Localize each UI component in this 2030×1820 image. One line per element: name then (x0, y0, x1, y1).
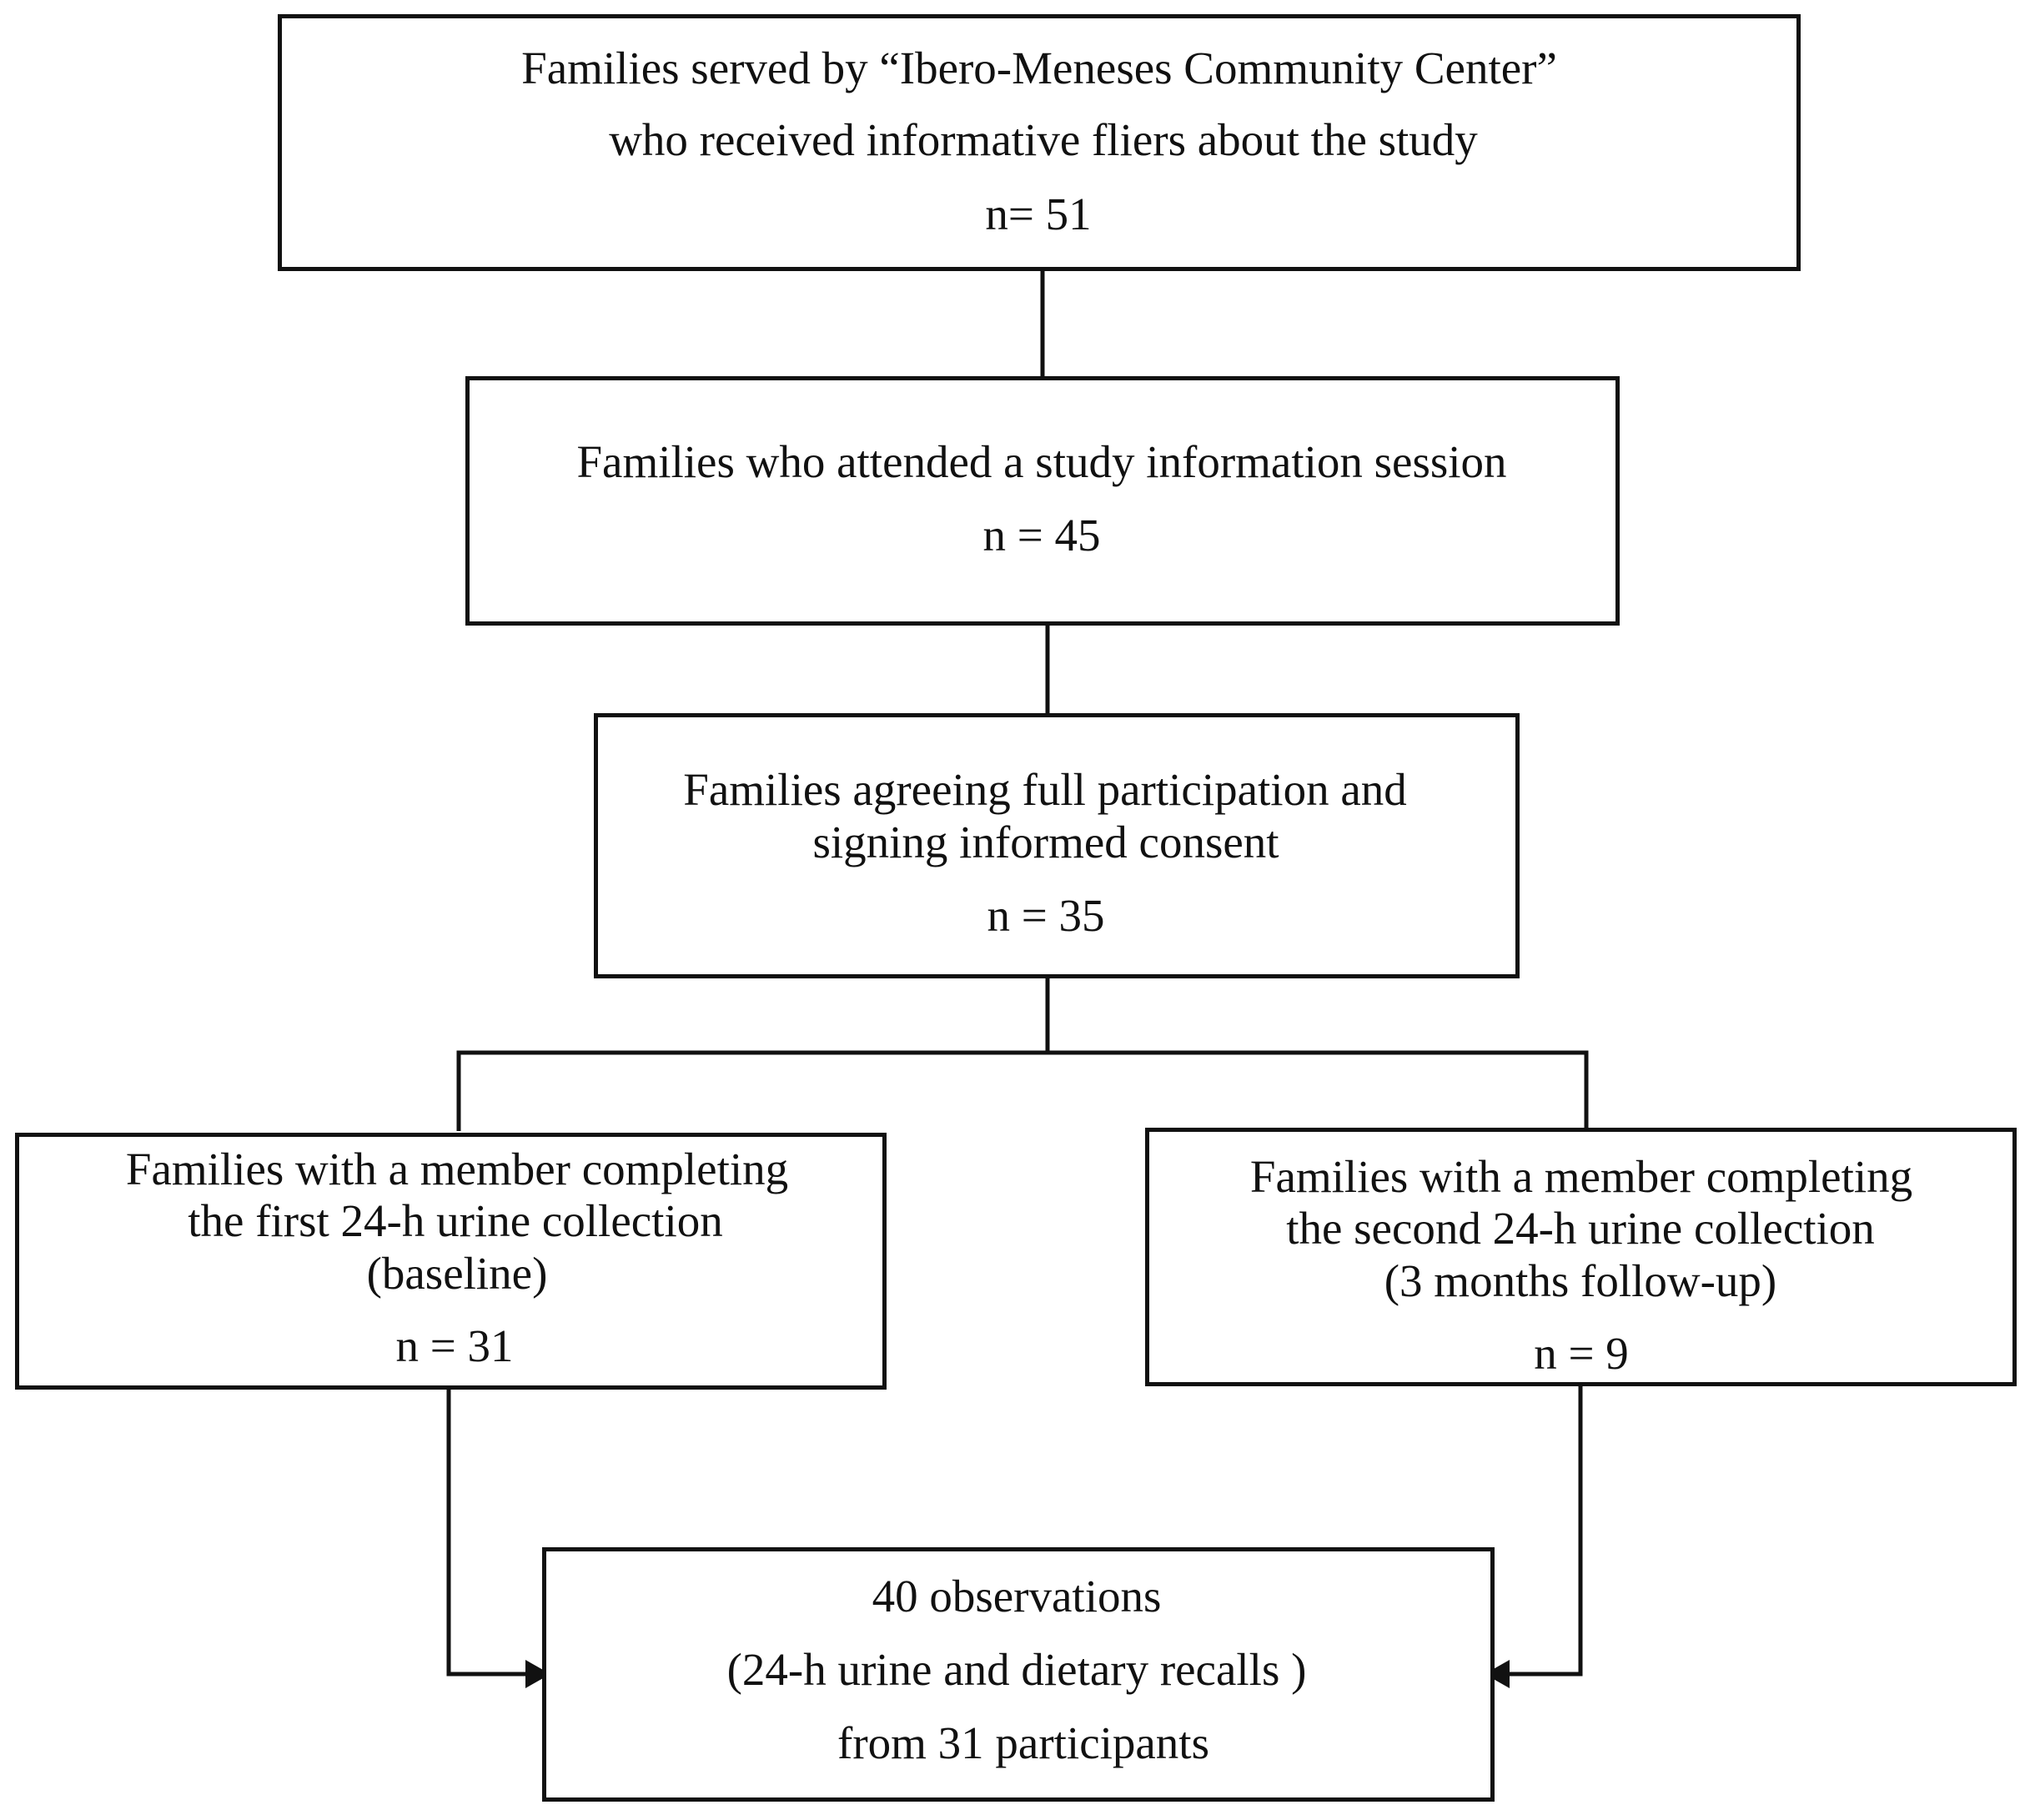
recruited-box-text-line-1: Families served by “Ibero-Meneses Commun… (521, 43, 1557, 93)
baseline-collection-box (15, 1133, 887, 1390)
observations-box-text-line-2: (24-h urine and dietary recalls ) (726, 1644, 1307, 1695)
consent-box-count: n = 35 (987, 890, 1105, 941)
informed-consent-box (594, 713, 1520, 978)
baseline-box-count: n = 31 (395, 1320, 514, 1371)
connector-baseline-to-observations (446, 1388, 534, 1677)
followup-box-text-line-2: the second 24-h urine collection (1286, 1203, 1875, 1254)
attended-box-count: n = 45 (982, 510, 1101, 561)
followup-box-text-line-1: Families with a member completing (1249, 1151, 1913, 1202)
followup-box-count: n = 9 (1534, 1328, 1629, 1379)
recruited-box-text-line-2: who received informative fliers about th… (609, 114, 1478, 165)
baseline-box-text-line-3: (baseline) (366, 1248, 548, 1299)
arrowhead-left-icon (525, 1660, 550, 1688)
observations-box-text-line-1: 40 observations (872, 1571, 1162, 1621)
followup-box-text-line-3: (3 months follow-up) (1384, 1255, 1777, 1306)
followup-collection-box (1145, 1128, 2017, 1386)
baseline-box-text-line-2: the first 24-h urine collection (188, 1195, 723, 1246)
attended-session-box (465, 376, 1620, 626)
observations-box-text-line-3: from 31 participants (837, 1717, 1209, 1768)
baseline-box-text-line-1: Families with a member completing (125, 1144, 789, 1194)
connector-followup-to-observations (1501, 1385, 1583, 1677)
attended-box-text-line-1: Families who attended a study informatio… (576, 436, 1507, 487)
consent-box-text-line-2: signing informed consent (812, 817, 1279, 867)
observations-box (542, 1547, 1495, 1802)
consent-box-text-line-1: Families agreeing full participation and (683, 764, 1407, 815)
recruited-box-count: n= 51 (985, 189, 1092, 239)
arrowhead-right-icon (1485, 1660, 1510, 1688)
recruited-families-box (278, 14, 1801, 271)
connector-split-bar (456, 1050, 1589, 1131)
